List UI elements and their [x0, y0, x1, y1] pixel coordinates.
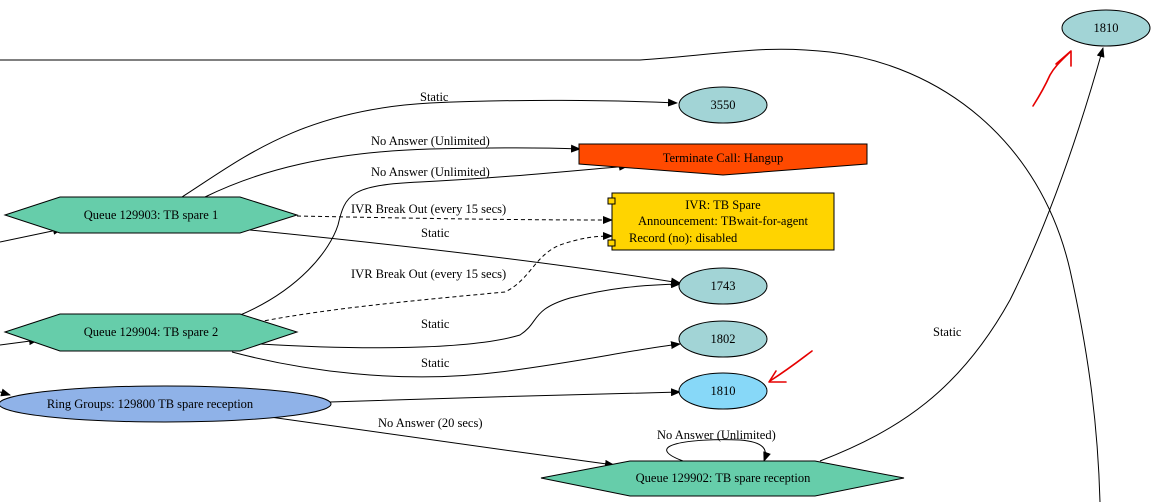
- node-ext-1810-top[interactable]: 1810: [1061, 9, 1151, 47]
- annotation-arrow-mid: [769, 350, 813, 382]
- ivr-tab-bottom: [607, 239, 616, 247]
- edge-label-static-1802: Static: [421, 356, 450, 370]
- hangup-shape: [578, 143, 868, 176]
- edge-q129903-3550: [181, 98, 678, 198]
- node-ext-3550[interactable]: 3550: [678, 86, 768, 124]
- node-queue-129904[interactable]: Queue 129904: TB spare 2: [3, 313, 299, 352]
- edge-q129902-1810-top: [819, 47, 1105, 462]
- queue-hexagon: [3, 196, 299, 234]
- edge-label-no-answer-2: No Answer (Unlimited): [371, 165, 490, 179]
- node-ext-1802[interactable]: 1802: [678, 320, 768, 358]
- terminate-call-label: Terminate Call: Hangup: [663, 151, 784, 165]
- ext-ellipse: [678, 267, 768, 305]
- ext-1810-top-label: 1810: [1094, 21, 1119, 35]
- edge-label-ivr-breakout-2: IVR Break Out (every 15 secs): [351, 267, 506, 281]
- ext-3550-label: 3550: [711, 98, 736, 112]
- edge-label-static-q2-1743: Static: [421, 317, 450, 331]
- queue-129902-label: Queue 129902: TB spare reception: [636, 471, 811, 485]
- node-queue-129902[interactable]: Queue 129902: TB spare reception: [540, 460, 905, 497]
- edge-ringgroup-q129902: [269, 416, 615, 468]
- node-ext-1810-mid[interactable]: 1810: [678, 372, 768, 410]
- edge-q129904-1802: [231, 341, 681, 378]
- ivr-announcement: Announcement: TBwait-for-agent: [638, 214, 808, 228]
- edge-long-offscreen: [0, 48, 1101, 502]
- edge-label-static-3550: Static: [420, 90, 449, 104]
- ext-ellipse-highlight: [678, 372, 768, 410]
- ext-ellipse: [1061, 9, 1151, 47]
- ivr-record: Record (no): disabled: [629, 231, 738, 245]
- edge-q129904-ivr: [257, 232, 613, 323]
- node-terminate-call[interactable]: Terminate Call: Hangup: [578, 143, 868, 176]
- ring-group-label: Ring Groups: 129800 TB spare reception: [47, 397, 254, 411]
- annotation-arrow-top: [1032, 51, 1071, 107]
- ext-ellipse: [678, 320, 768, 358]
- ext-1810-mid-label: 1810: [711, 384, 736, 398]
- annotation-arrowhead-mid: [768, 370, 787, 383]
- node-ivr[interactable]: IVR: TB Spare Announcement: TBwait-for-a…: [607, 192, 835, 251]
- edge-label-no-answer-1: No Answer (Unlimited): [371, 134, 490, 148]
- edge-ringgroup-1810: [329, 388, 681, 403]
- node-ext-1743[interactable]: 1743: [678, 267, 768, 305]
- queue-129904-label: Queue 129904: TB spare 2: [84, 325, 218, 339]
- queue-hexagon: [3, 313, 299, 352]
- ring-group-ellipse: [0, 385, 332, 423]
- edge-q129903-hangup: [204, 144, 581, 198]
- node-queue-129903[interactable]: Queue 129903: TB spare 1: [3, 196, 299, 234]
- edge-label-static-1743: Static: [421, 226, 450, 240]
- node-ring-group-129800[interactable]: Ring Groups: 129800 TB spare reception: [0, 385, 332, 423]
- queue-129903-label: Queue 129903: TB spare 1: [84, 208, 218, 222]
- ext-1743-label: 1743: [711, 279, 736, 293]
- edge-q129903-ivr: [296, 215, 613, 224]
- edge-q129903-1743: [239, 228, 681, 286]
- ivr-tab-top: [607, 197, 616, 205]
- edge-into-ring-group: [0, 388, 11, 397]
- edge-into-queue-129903: [0, 226, 63, 243]
- annotation-arrowhead-top: [1055, 50, 1072, 67]
- edge-label-static-1810-top: Static: [933, 325, 962, 339]
- edge-label-no-answer-self: No Answer (Unlimited): [657, 428, 776, 442]
- ivr-box: [611, 192, 835, 251]
- edge-q129902-self-loop: [666, 439, 771, 462]
- queue-hexagon: [540, 460, 905, 497]
- ivr-title: IVR: TB Spare: [685, 198, 761, 212]
- edge-q129904-1743: [259, 280, 681, 349]
- ext-ellipse: [678, 86, 768, 124]
- edge-q129904-hangup: [237, 162, 629, 317]
- edge-label-no-answer-20: No Answer (20 secs): [378, 416, 483, 430]
- ext-1802-label: 1802: [711, 332, 736, 346]
- edge-label-ivr-breakout-1: IVR Break Out (every 15 secs): [351, 202, 506, 216]
